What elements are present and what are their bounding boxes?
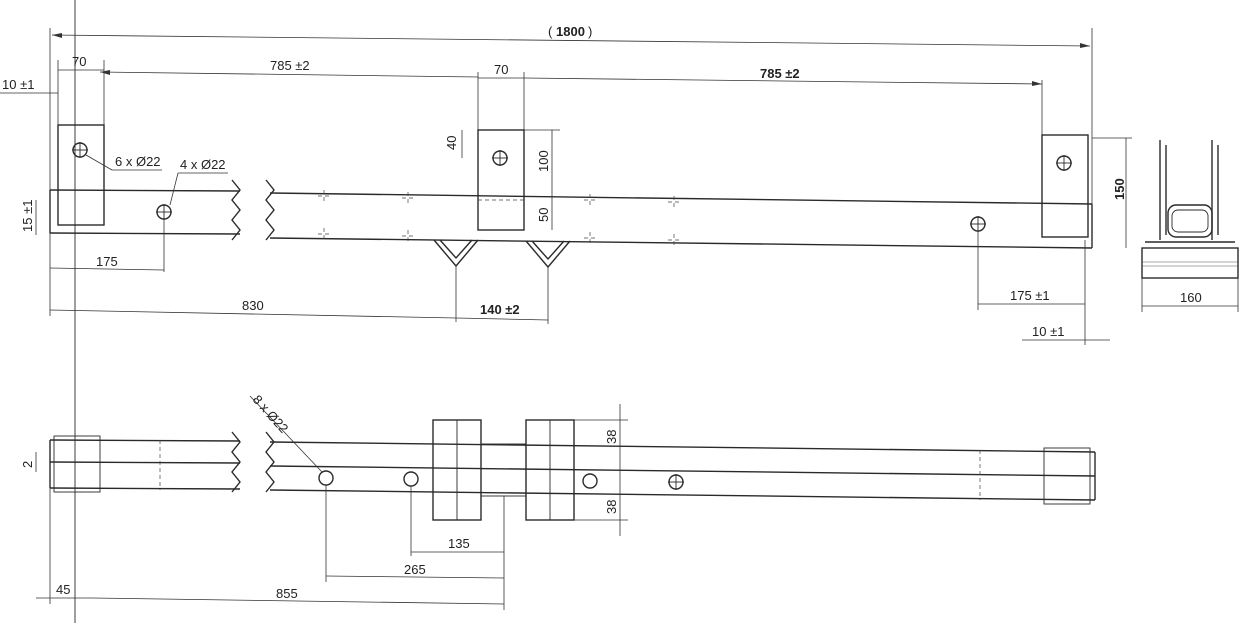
plate-right (1041, 134, 1089, 238)
arrow (52, 33, 62, 38)
dim-plate-center: 70 (494, 62, 508, 77)
dim-gap: 2 (20, 461, 35, 468)
dim-flange-lower: 38 (604, 500, 619, 514)
hole-label-beam: 4 x Ø22 (180, 157, 226, 172)
break-line (265, 179, 275, 241)
dim-side-height: 150 (1112, 178, 1127, 200)
arrow (1080, 43, 1090, 48)
arrow (100, 70, 110, 75)
arrow (1032, 81, 1042, 86)
beam-edge (269, 441, 1096, 453)
dim-to-block-bottom: 855 (276, 586, 298, 601)
dim-beam-step: 15 ±1 (20, 200, 35, 232)
notch-right (525, 240, 571, 269)
beam-edge (49, 439, 241, 442)
leader (169, 172, 179, 206)
leader (249, 395, 323, 473)
hole (582, 473, 598, 489)
hole (403, 471, 419, 487)
beam-edge-bottom (269, 237, 1093, 249)
dim-span-right: 785 ±2 (760, 66, 800, 81)
notch-right-inner (531, 240, 565, 261)
plate-center (477, 129, 525, 231)
dim-overall-close-paren: ) (588, 24, 592, 39)
hole (318, 470, 334, 486)
dim-flange-upper: 38 (604, 430, 619, 444)
dim-plate-lower: 50 (536, 208, 551, 222)
dim-line-overall (51, 34, 1091, 47)
dim-line (325, 575, 505, 579)
dim-left-offset: 45 (56, 582, 70, 597)
break-line (231, 179, 241, 241)
dim-edge-top: 10 ±1 (2, 77, 34, 92)
beam-edge-bottom (49, 232, 241, 235)
dim-to-notch: 830 (242, 298, 264, 313)
dim-hole-left: 175 (96, 254, 118, 269)
end-plate (1043, 447, 1091, 505)
dim-line-span-left (99, 71, 479, 78)
notch-left (433, 239, 479, 268)
dim-plate-hole: 40 (444, 136, 459, 150)
dim-side-width: 160 (1180, 290, 1202, 305)
block-bridge (480, 443, 527, 497)
dim-edge-right: 10 ±1 (1032, 324, 1064, 339)
break-line (231, 431, 241, 493)
dim-overall-open-paren: ( (548, 24, 553, 39)
beam-edge (269, 489, 1096, 501)
notch-left-inner (439, 239, 473, 260)
dim-hole-to-block: 265 (404, 562, 426, 577)
plate-left (57, 124, 105, 226)
beam-edge (49, 487, 241, 490)
dim-block-spacing: 135 (448, 536, 470, 551)
dim-line (455, 317, 549, 321)
hole-label-bottom: 8 x Ø22 (250, 392, 292, 436)
dim-line (91, 597, 505, 605)
hole-label-plate: 6 x Ø22 (115, 154, 161, 169)
dim-plate-left: 70 (72, 54, 86, 69)
dim-hole-right: 175 ±1 (1010, 288, 1050, 303)
hidden-marks (318, 190, 680, 248)
dim-line (49, 309, 457, 319)
dim-line-span-right (523, 77, 1043, 85)
beam-edge-top (49, 189, 241, 192)
side-profile (1141, 140, 1239, 279)
dim-span-left: 785 ±2 (270, 58, 310, 73)
dim-notch-spacing: 140 ±2 (480, 302, 520, 317)
beam-edge-top (269, 192, 1093, 205)
beam-edge (269, 465, 1096, 477)
dim-overall: 1800 (556, 24, 585, 39)
end-plate (53, 435, 101, 493)
leader (85, 154, 113, 171)
beam-edge (49, 461, 241, 464)
break-line (265, 431, 275, 493)
top-view: ( 1800 ) 70 70 785 ±2 785 ±2 10 ±1 6 x Ø… (0, 24, 1239, 345)
dim-plate-upper: 100 (536, 150, 551, 172)
bottom-view: 8 x Ø22 38 38 2 135 265 45 855 (20, 392, 1096, 610)
dim-line (49, 267, 165, 271)
